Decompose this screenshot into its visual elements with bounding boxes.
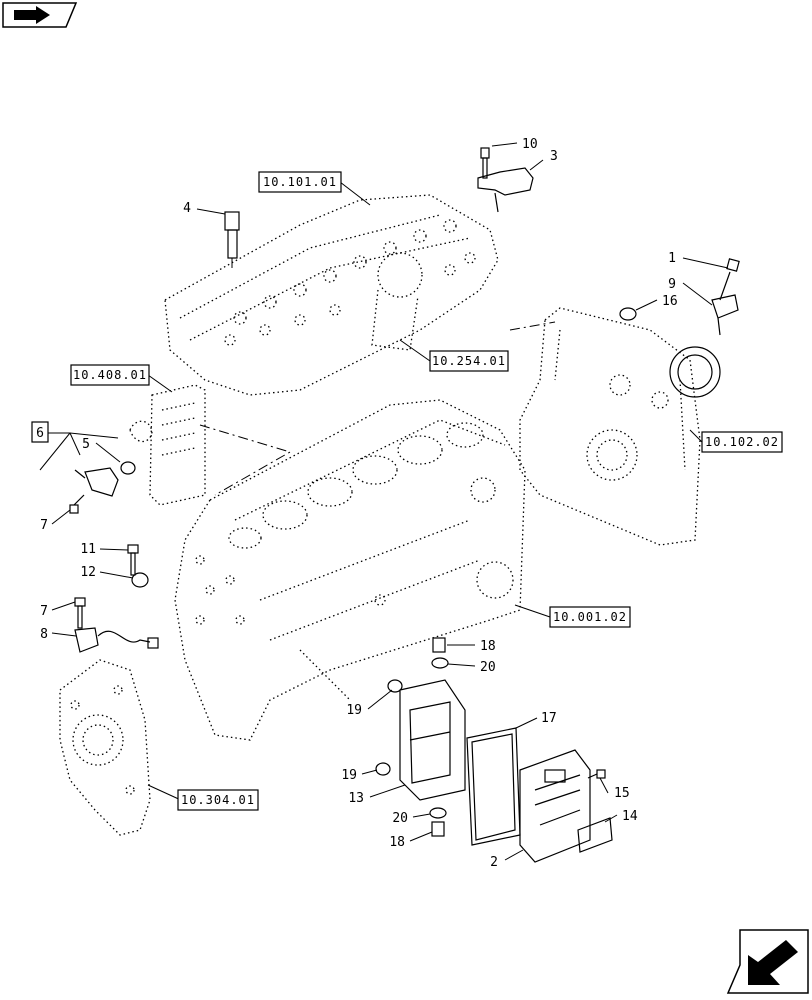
ecu-bracket [399, 679, 466, 801]
callout-7b: 7 [40, 604, 48, 619]
assembly-line [199, 424, 292, 496]
callout-8: 8 [40, 627, 48, 642]
callout-5: 5 [82, 437, 90, 452]
svg-text:10.254.01: 10.254.01 [432, 354, 506, 368]
callout-box-6[interactable]: 6 [31, 421, 49, 443]
engine-block [174, 399, 526, 741]
bolt-7b [74, 597, 86, 629]
callout-1: 1 [668, 251, 676, 266]
callout-19a: 19 [346, 703, 362, 718]
sensor-4 [224, 211, 240, 268]
oil-cooler-module [129, 384, 206, 506]
ref-box-10-001-02[interactable]: 10.001.02 [549, 606, 631, 628]
callout-3: 3 [550, 149, 558, 164]
oring-16 [619, 307, 637, 321]
ecu-cover-14 [577, 817, 613, 853]
arrow-right-icon[interactable] [2, 2, 78, 28]
arrow-down-left-icon[interactable] [726, 929, 809, 994]
bolt-15 [587, 769, 606, 779]
svg-text:10.101.01: 10.101.01 [263, 175, 337, 189]
sensor-9 [711, 294, 739, 336]
callout-15: 15 [614, 786, 630, 801]
bolt-1 [719, 258, 740, 301]
sensor-3 [477, 167, 534, 213]
ref-box-10-254-01[interactable]: 10.254.01 [429, 350, 509, 372]
callout-7a: 7 [40, 518, 48, 533]
callout-11: 11 [80, 542, 96, 557]
callout-9: 9 [668, 277, 676, 292]
timing-cover [519, 307, 701, 546]
ecu-gasket [466, 727, 521, 846]
callout-leaders [51, 142, 729, 861]
svg-text:10.304.01: 10.304.01 [181, 793, 255, 807]
ref-box-10-304-01[interactable]: 10.304.01 [177, 789, 259, 811]
callout-4: 4 [183, 201, 191, 216]
reference-leaders [39, 181, 703, 802]
callout-14: 14 [622, 809, 638, 824]
callout-20b: 20 [392, 811, 408, 826]
cylinder-head [164, 194, 499, 396]
callout-18b: 18 [389, 835, 405, 850]
svg-text:10.408.01: 10.408.01 [73, 368, 147, 382]
callout-13: 13 [348, 791, 364, 806]
svg-text:6: 6 [36, 426, 44, 441]
ref-box-10-102-02[interactable]: 10.102.02 [701, 431, 783, 453]
flywheel-housing [59, 659, 151, 836]
callout-numbers: 1 2 3 4 5 7 7 8 9 10 11 12 13 14 15 16 1… [40, 137, 677, 870]
svg-text:10.102.02: 10.102.02 [705, 435, 779, 449]
callout-2: 2 [490, 855, 498, 870]
callout-12: 12 [80, 565, 96, 580]
callout-16: 16 [662, 294, 678, 309]
assembly-line [509, 321, 556, 331]
ref-box-10-101-01[interactable]: 10.101.01 [258, 171, 342, 193]
bolt-11 [127, 544, 139, 576]
sensor-8 [74, 627, 159, 653]
svg-text:10.001.02: 10.001.02 [553, 610, 627, 624]
callout-18a: 18 [480, 639, 496, 654]
callout-19b: 19 [341, 768, 357, 783]
callout-17: 17 [541, 711, 557, 726]
bolt-7a [69, 494, 85, 514]
ref-box-10-408-01[interactable]: 10.408.01 [70, 364, 150, 386]
bushing-12 [131, 572, 149, 588]
sensor-5 [74, 461, 136, 497]
callout-20a: 20 [480, 660, 496, 675]
oring-20a [431, 657, 449, 669]
ecu-module [519, 749, 591, 863]
plug-19b [375, 762, 391, 776]
oring-20b [429, 807, 447, 819]
tone-ring [669, 346, 721, 398]
bolt-10 [480, 147, 490, 179]
plug-19a [387, 679, 403, 693]
plug-18b [431, 821, 445, 837]
plug-18a [432, 637, 446, 653]
callout-10: 10 [522, 137, 538, 152]
